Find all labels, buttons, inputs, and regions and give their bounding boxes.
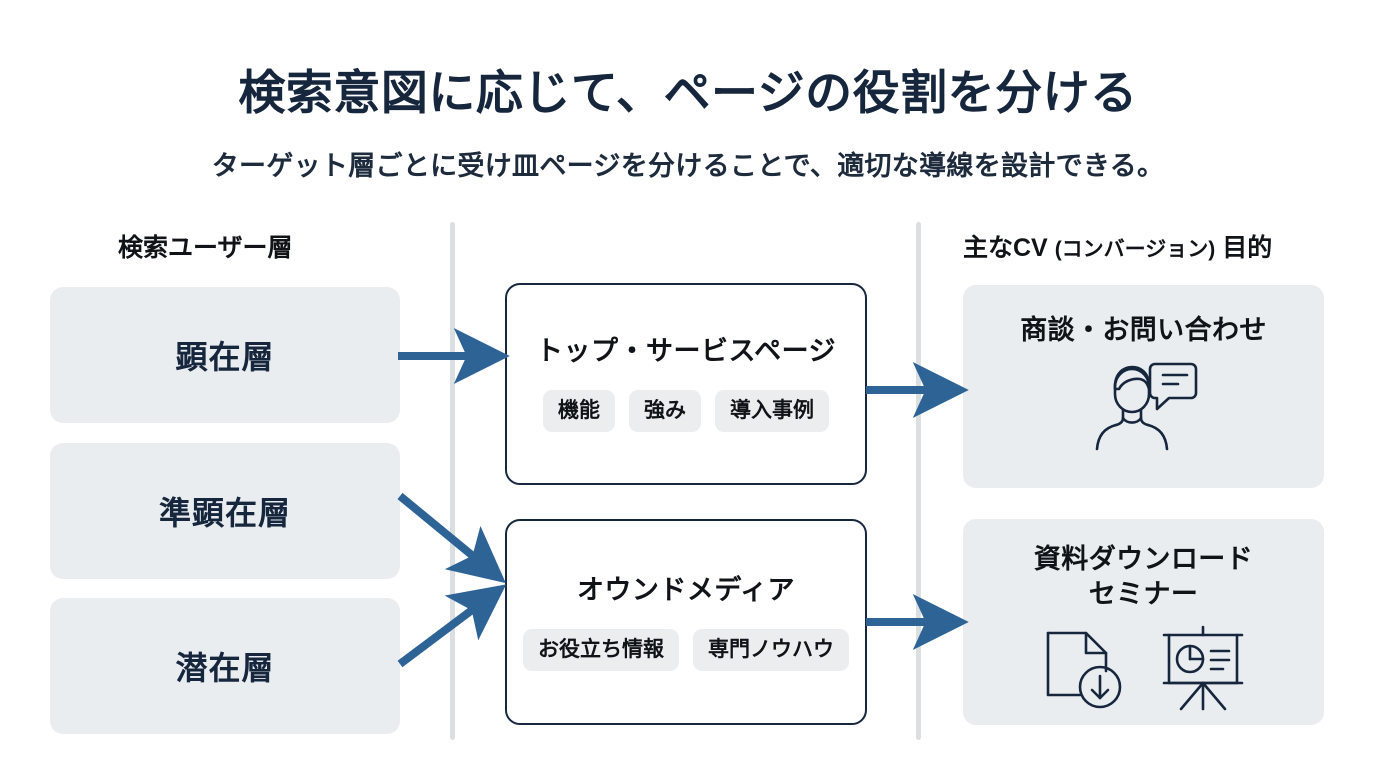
audience-label: 顕在層 xyxy=(175,339,275,375)
page-card-title: トップ・サービスページ xyxy=(535,336,837,366)
divider-right xyxy=(916,222,921,740)
column-header-right-main: 主なCV xyxy=(963,234,1048,262)
column-header-right: 主なCV (コンバージョン) 目的 xyxy=(963,228,1272,264)
tag-chip[interactable]: 機能 xyxy=(543,390,615,433)
tag-chip[interactable]: お役立ち情報 xyxy=(523,629,679,672)
audience-box-semi-explicit[interactable]: 準顕在層 xyxy=(50,443,400,579)
column-header-right-paren: (コンバージョン) xyxy=(1054,238,1216,261)
person-speech-bubble-icon xyxy=(1085,356,1203,457)
conversion-icon-row xyxy=(1085,356,1203,457)
conversion-card-title: 商談・お問い合わせ xyxy=(1020,315,1267,345)
conversion-card-inquiry[interactable]: 商談・お問い合わせ xyxy=(963,285,1324,488)
conversion-card-download-seminar[interactable]: 資料ダウンロード セミナー xyxy=(963,519,1324,725)
page-card-service[interactable]: トップ・サービスページ 機能 強み 導入事例 xyxy=(505,283,867,485)
conversion-card-title: 資料ダウンロード セミナー xyxy=(1033,544,1254,609)
tag-row: お役立ち情報 専門ノウハウ xyxy=(523,629,849,672)
conversion-icon-row xyxy=(1036,621,1252,720)
audience-label: 潜在層 xyxy=(175,650,275,686)
column-header-right-tail: 目的 xyxy=(1222,234,1273,262)
tag-row: 機能 強み 導入事例 xyxy=(543,390,829,433)
audience-box-explicit[interactable]: 顕在層 xyxy=(50,287,400,423)
tag-chip[interactable]: 強み xyxy=(629,390,701,433)
audience-box-latent[interactable]: 潜在層 xyxy=(50,598,400,734)
page-card-title: オウンドメディア xyxy=(576,575,796,605)
page-title: 検索意図に応じて、ページの役割を分ける xyxy=(238,66,1138,119)
column-header-left: 検索ユーザー層 xyxy=(118,234,293,262)
page-card-owned-media[interactable]: オウンドメディア お役立ち情報 専門ノウハウ xyxy=(505,519,867,725)
presentation-chart-icon xyxy=(1154,621,1252,720)
arrow-latent-to-owned-media xyxy=(397,584,507,668)
tag-chip[interactable]: 導入事例 xyxy=(715,390,829,433)
arrow-semi-explicit-to-owned-media xyxy=(397,492,506,584)
document-download-icon xyxy=(1036,623,1132,720)
audience-label: 準顕在層 xyxy=(158,495,291,531)
page-subtitle: ターゲット層ごとに受け皿ページを分けることで、適切な導線を設計できる。 xyxy=(211,151,1165,181)
tag-chip[interactable]: 専門ノウハウ xyxy=(693,629,849,672)
divider-left xyxy=(450,222,455,740)
